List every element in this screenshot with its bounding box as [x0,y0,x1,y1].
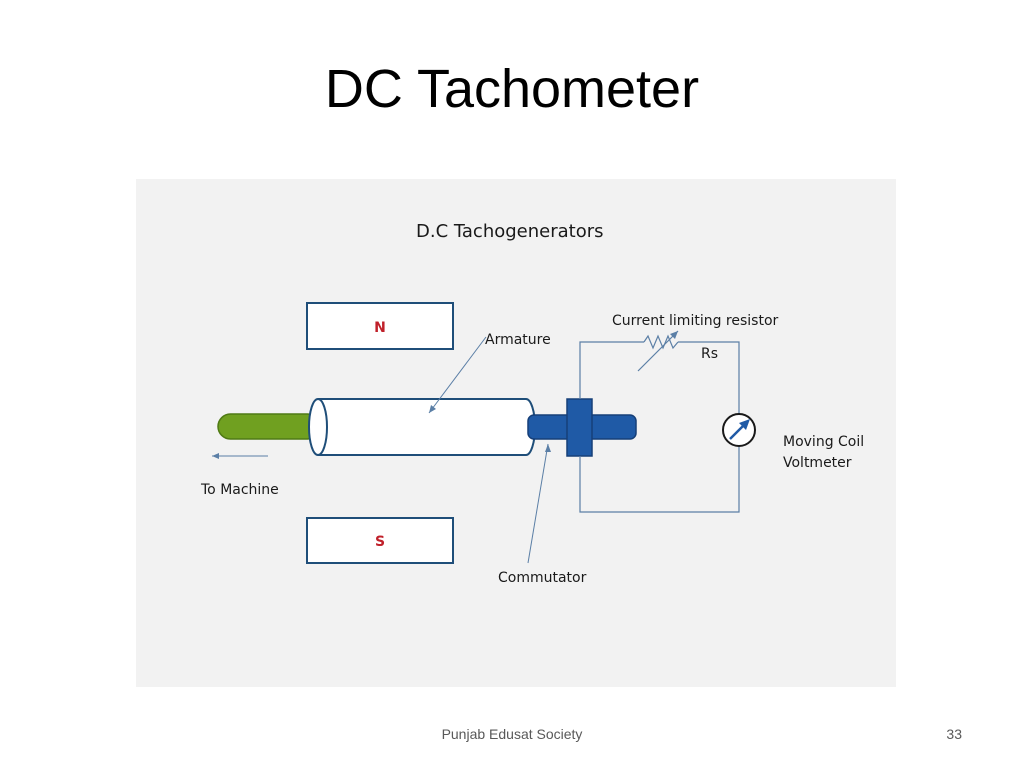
commutator [566,398,593,457]
north-pole-letter: N [374,320,386,336]
wire-top-right [678,341,740,414]
voltmeter-needle-arrowhead [739,419,750,430]
diagram-panel: D.C Tachogenerators N S [136,179,896,687]
armature-pointer [428,336,487,414]
page-number: 33 [946,726,962,742]
resistor-label: Current limiting resistor [612,313,779,329]
current-limiting-resistor [643,334,679,350]
commutator-pointer [527,443,549,564]
armature-cylinder [318,398,536,456]
voltmeter-label-line1: Moving Coil [783,434,864,450]
footer-text: Punjab Edusat Society [441,726,583,742]
shaft-label: To Machine [200,482,279,498]
armature-pointer-arrowhead [429,405,436,413]
voltmeter-label-line2: Voltmeter [783,455,852,471]
resistor-symbol-label: Rs [701,346,718,362]
shaft-direction-arrowhead [212,453,219,459]
tachogenerator-diagram: D.C Tachogenerators N S [200,221,864,586]
north-pole-magnet [306,302,454,350]
shaft-to-machine [217,413,321,440]
variable-resistor-arrow [637,330,679,372]
south-pole-letter: S [375,534,385,550]
wire-top-left [579,341,644,399]
armature-label: Armature [485,332,551,348]
diagram-heading: D.C Tachogenerators [416,221,604,242]
south-pole-magnet [306,517,454,564]
variable-resistor-arrowhead [670,331,678,339]
armature-end-face [308,398,328,456]
commutator-pointer-arrowhead [545,444,551,452]
wire-bottom [579,447,740,513]
commutator-label: Commutator [498,570,587,586]
slide-title: DC Tachometer [324,59,700,119]
